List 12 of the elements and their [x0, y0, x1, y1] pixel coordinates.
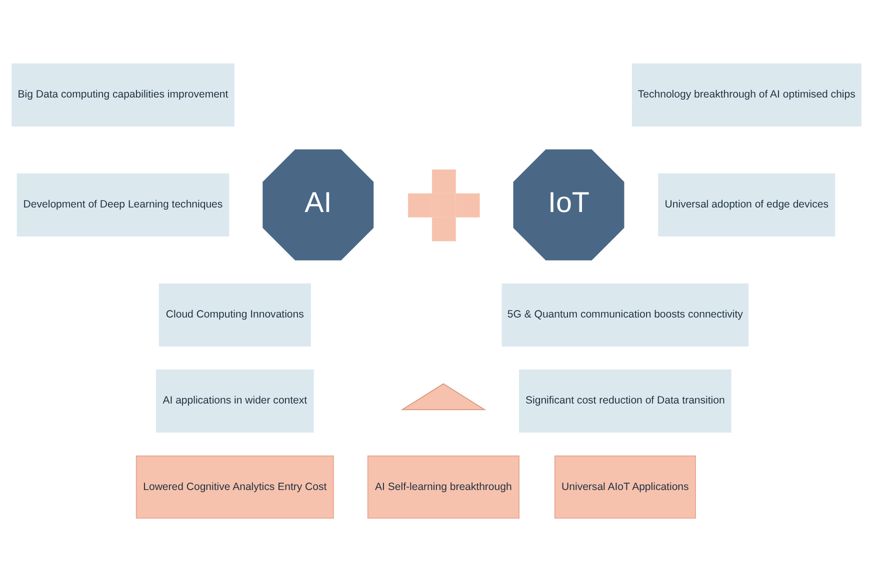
node-box: Development of Deep Learning techniques: [16, 173, 230, 236]
node-box: Lowered Cognitive Analytics Entry Cost: [136, 456, 334, 519]
node-box: Big Data computing capabilities improvement: [12, 63, 234, 126]
node-box: Universal adoption of edge devices: [658, 173, 836, 236]
node-box: Universal AIoT Applications: [554, 456, 696, 519]
node-chevron: [400, 383, 486, 410]
node-box: Significant cost reduction of Data transition: [519, 369, 732, 433]
node-box: Technology breakthrough of AI optimised chips: [632, 63, 862, 126]
node-box: Cloud Computing Innovations: [158, 283, 311, 346]
node-box: 5G & Quantum communication boosts connectivity: [502, 283, 749, 346]
node-box: AI Self-learning breakthrough: [367, 456, 520, 519]
node-box: AI applications in wider context: [156, 369, 314, 433]
